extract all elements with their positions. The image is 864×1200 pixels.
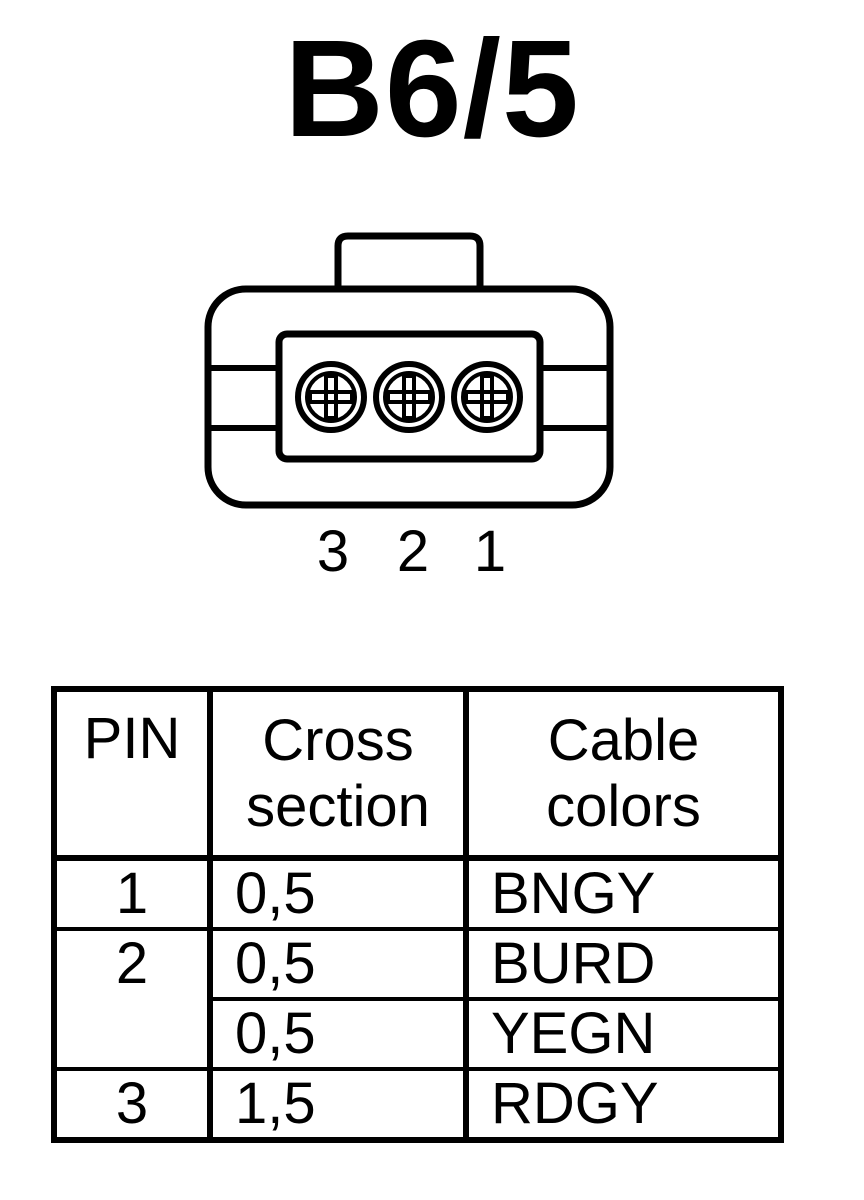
pin-cavity-3: [295, 361, 367, 433]
pin-cavity-2: [373, 361, 445, 433]
cell-pin: 3: [51, 1067, 213, 1143]
table-row: 2 0,5 BURD: [51, 927, 784, 1071]
pin-assignment-table: PIN Cross section Cable colors 1 0,5 BNG…: [51, 686, 784, 1143]
table-row: 0,5 YEGN: [54, 997, 784, 1071]
table-header-row: PIN Cross section Cable colors: [51, 686, 784, 861]
connector-insert: [275, 330, 544, 463]
connector-title: B6/5: [284, 12, 580, 166]
cell-cross-section: 0,5: [207, 927, 469, 1001]
cell-pin: 2: [51, 927, 213, 1071]
connector-housing: [204, 285, 614, 509]
cell-cable-color: BURD: [463, 927, 784, 1001]
pin-label-3: 3: [316, 519, 350, 584]
header-cable-colors: Cable colors: [463, 686, 784, 861]
pin-label-1: 1: [473, 519, 507, 584]
cell-cable-color: BNGY: [463, 856, 784, 931]
pin-label-2: 2: [396, 519, 430, 584]
header-cross-section: Cross section: [207, 686, 469, 861]
connector-diagram: [204, 232, 614, 509]
cell-cross-section: 0,5: [207, 856, 469, 931]
table-row: 1 0,5 BNGY: [51, 856, 784, 931]
cell-cross-section: 1,5: [207, 1067, 469, 1143]
cell-cable-color: RDGY: [463, 1067, 784, 1143]
cell-cross-section: 0,5: [207, 997, 469, 1071]
table-row: 3 1,5 RDGY: [51, 1067, 784, 1143]
header-pin: PIN: [51, 686, 213, 861]
pin-cavity-1: [451, 361, 523, 433]
cell-pin: 1: [51, 856, 213, 931]
connector-latch: [334, 232, 484, 290]
cell-cable-color: YEGN: [463, 997, 784, 1071]
